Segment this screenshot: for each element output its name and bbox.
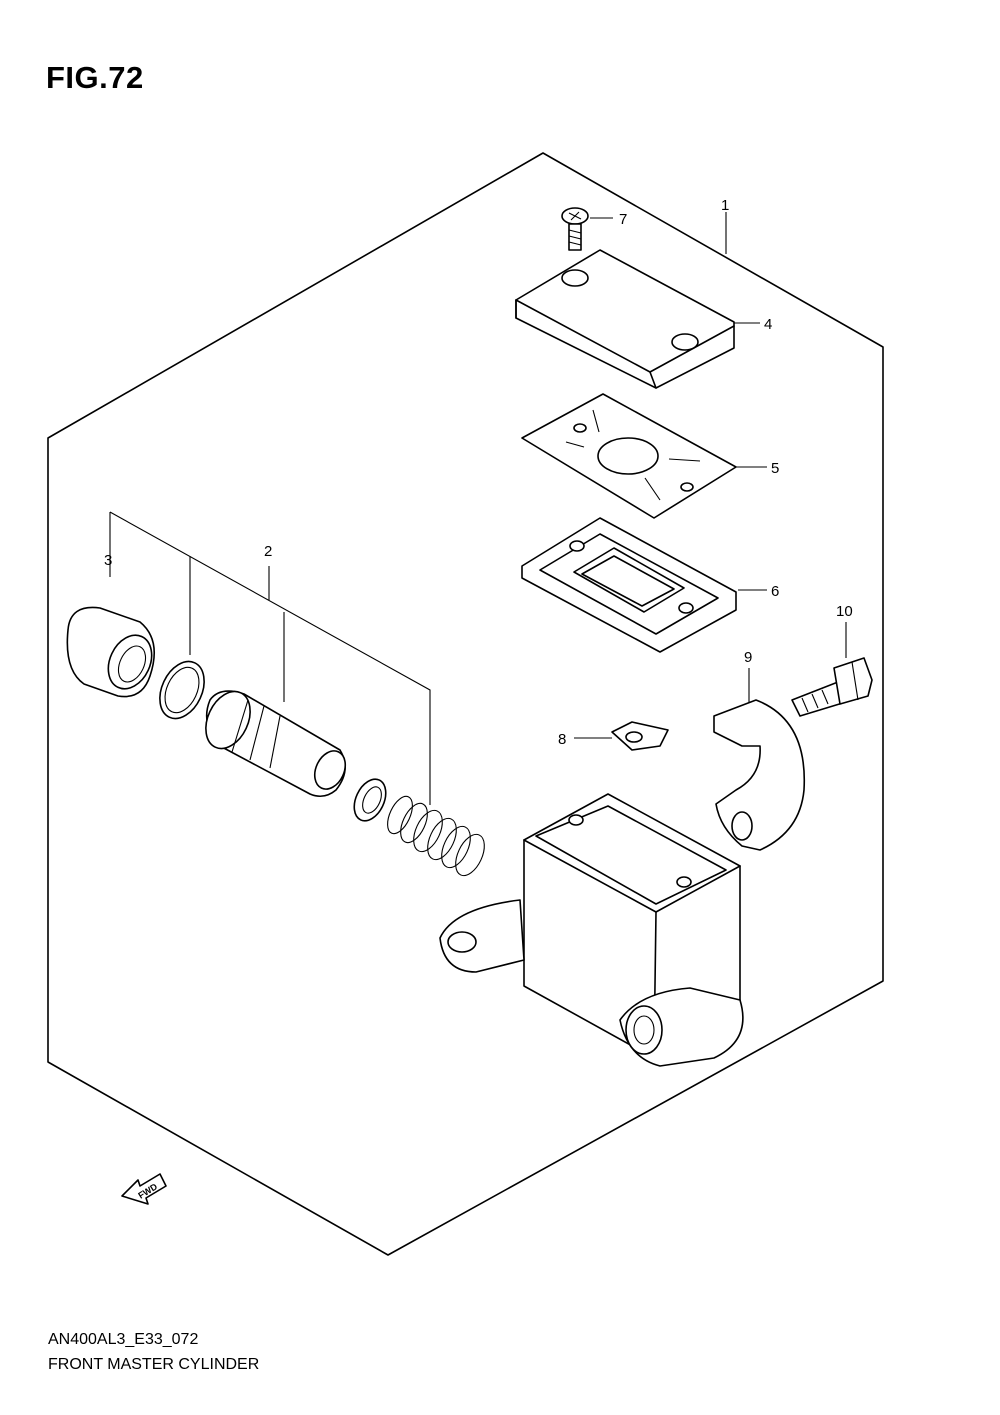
callout-2: 2	[264, 543, 272, 560]
diagram-name: FRONT MASTER CYLINDER	[48, 1356, 260, 1373]
figure-title: FIG.72	[46, 60, 144, 95]
callout-3: 3	[104, 552, 112, 569]
part-master-cylinder-body	[439, 793, 744, 1067]
diagram-code: AN400AL3_E33_072	[48, 1331, 199, 1348]
part-screw	[561, 207, 589, 251]
callout-9: 9	[744, 649, 752, 666]
part-circlip	[159, 660, 205, 720]
assembly-outline	[47, 152, 884, 1256]
callout-5: 5	[771, 460, 779, 477]
part-dust-boot	[66, 606, 156, 698]
part-holder-clamp	[713, 699, 806, 851]
part-piston	[205, 690, 347, 798]
callout-7: 7	[619, 211, 627, 228]
callout-6: 6	[771, 583, 779, 600]
callout-10: 10	[836, 603, 853, 620]
part-cup-spring	[353, 778, 485, 877]
callout-1: 1	[721, 197, 729, 214]
part-clip-nut	[611, 721, 669, 751]
callout-4: 4	[764, 316, 772, 333]
callout-8: 8	[558, 731, 566, 748]
leader-lines	[109, 212, 847, 805]
part-diaphragm	[521, 517, 737, 653]
forward-arrow-icon: FWD	[121, 1173, 167, 1205]
part-bolt	[791, 657, 873, 717]
part-reservoir-cap	[515, 249, 735, 389]
part-diaphragm-plate	[521, 393, 737, 519]
